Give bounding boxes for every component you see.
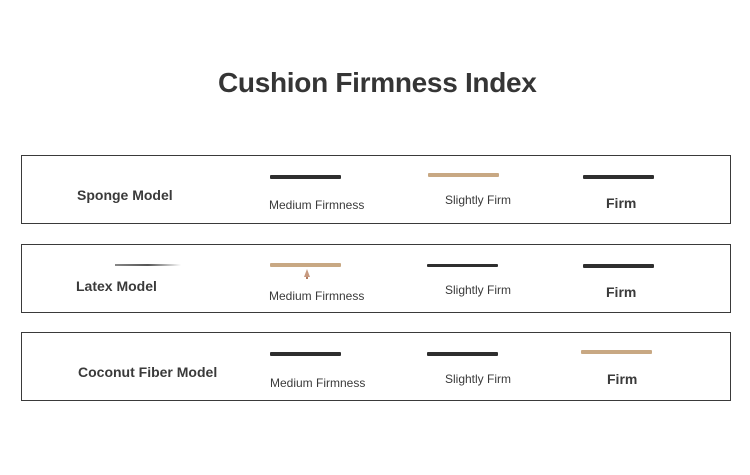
firmness-label: Medium Firmness (269, 198, 365, 212)
firmness-bar (583, 175, 654, 179)
firmness-label: Firm (606, 195, 637, 211)
row-label: Sponge Model (77, 187, 173, 203)
firmness-row-sponge: Sponge Model Medium Firmness Slightly Fi… (21, 155, 731, 224)
firmness-bar (428, 173, 499, 177)
firmness-bar (270, 175, 341, 179)
firmness-bar (581, 350, 652, 354)
firmness-bar (270, 263, 341, 267)
firmness-label: Firm (606, 284, 637, 300)
firmness-label: Slightly Firm (445, 283, 512, 297)
firmness-bar (427, 352, 498, 356)
firmness-bar (427, 264, 498, 267)
firmness-label: Slightly Firm (445, 372, 512, 386)
firmness-label: Medium Firmness (269, 289, 365, 303)
pin-icon (304, 269, 310, 279)
page-title: Cushion Firmness Index (218, 67, 537, 98)
row-label: Latex Model (76, 278, 157, 294)
firmness-label: Firm (607, 371, 638, 387)
row-label: Coconut Fiber Model (78, 364, 218, 380)
firmness-row-latex: Latex Model Medium Firmness Slightly Fir… (21, 244, 731, 313)
decorative-stroke (115, 264, 181, 266)
firmness-row-coconut-fiber: Coconut Fiber Model Medium Firmness Slig… (21, 332, 731, 401)
firmness-label: Slightly Firm (445, 193, 512, 207)
firmness-bar (270, 352, 341, 356)
firmness-bar (583, 264, 654, 268)
firmness-label: Medium Firmness (270, 376, 366, 390)
